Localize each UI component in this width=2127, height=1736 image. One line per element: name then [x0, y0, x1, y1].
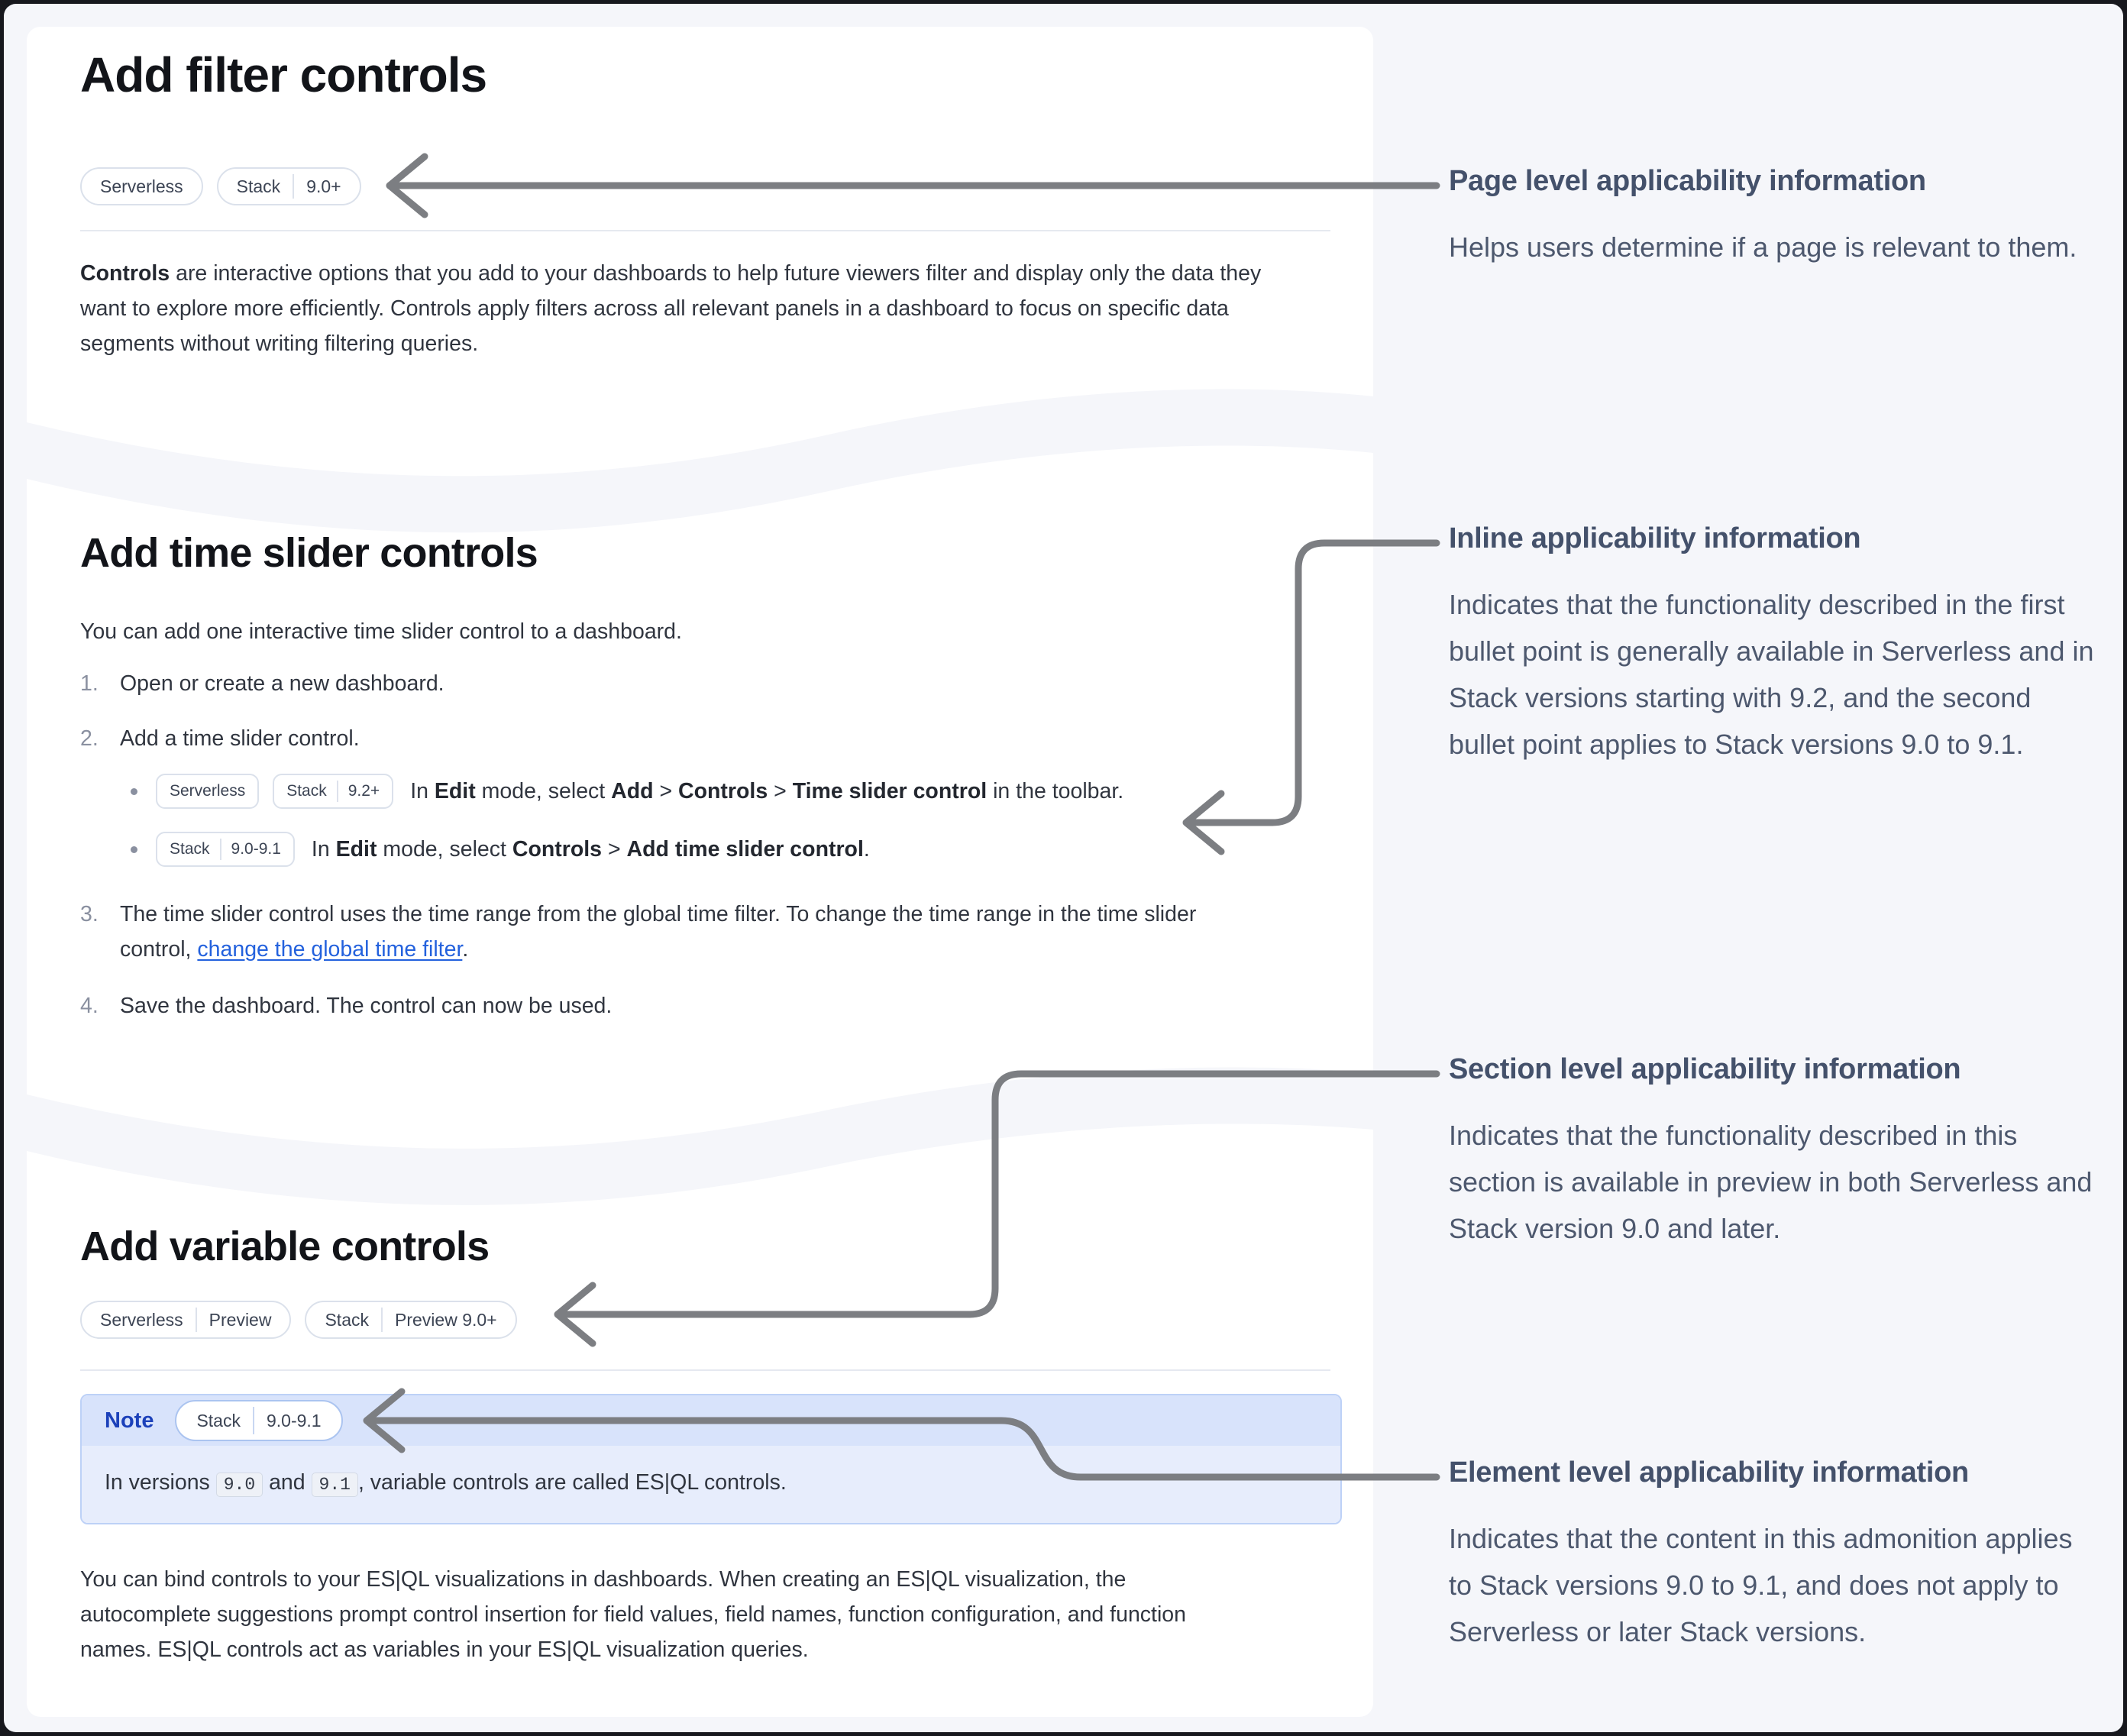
- badge-divider: [293, 174, 295, 199]
- intro-paragraph: Controls are interactive options that yo…: [80, 261, 1262, 356]
- page-title: Add filter controls: [80, 47, 487, 102]
- step-3: 3. The time slider control uses the time…: [80, 897, 1272, 967]
- step-text: Open or create a new dashboard.: [120, 671, 444, 696]
- substep-text: In Edit mode, select Controls > Add time…: [311, 836, 870, 862]
- step-4: 4. Save the dashboard. The control can n…: [80, 988, 1272, 1023]
- badge-label: Stack: [170, 840, 210, 858]
- annotation-body-element-level: Indicates that the content in this admon…: [1449, 1523, 2073, 1647]
- applicability-badge: Stack 9.0+: [216, 167, 361, 205]
- annotation-heading-element-level: Element level applicability information: [1449, 1456, 1969, 1489]
- step-number: 2.: [80, 726, 99, 751]
- badge-label: 9.0-9.1: [266, 1410, 322, 1431]
- substep-text: In Edit mode, select Add > Controls > Ti…: [410, 778, 1124, 803]
- step-number: 1.: [80, 671, 99, 696]
- section-title-time-slider: Add time slider controls: [80, 530, 538, 576]
- badge-divider: [195, 1308, 197, 1332]
- step-number: 4.: [80, 994, 99, 1018]
- note-header: Note Stack 9.0-9.1: [82, 1395, 1340, 1446]
- badge-label: Preview 9.0+: [395, 1309, 497, 1330]
- annotation-heading-inline: Inline applicability information: [1449, 522, 1861, 554]
- annotation-body-page-level: Helps users determine if a page is relev…: [1449, 231, 2077, 263]
- step-text: Save the dashboard. The control can now …: [120, 994, 613, 1018]
- annotation-body-inline: Indicates that the functionality describ…: [1449, 589, 2094, 760]
- badge-label: Preview: [208, 1309, 272, 1330]
- step-1: 1. Open or create a new dashboard.: [80, 666, 1272, 701]
- badge-label: 9.0+: [306, 176, 341, 196]
- bullet-icon: [131, 845, 137, 853]
- applicability-badge: Serverless: [156, 774, 260, 809]
- badge-divider: [381, 1308, 383, 1332]
- page-badges: Serverless Stack 9.0+: [80, 167, 361, 205]
- step-2: 2. Add a time slider control.: [80, 721, 1272, 756]
- applicability-badge: Stack 9.0-9.1: [175, 1400, 343, 1441]
- version-code-chip: 9.1: [311, 1473, 358, 1497]
- applicability-badge: Stack Preview 9.0+: [305, 1301, 517, 1339]
- step-number: 3.: [80, 902, 99, 926]
- bullet-icon: [131, 787, 137, 795]
- note-body: In versions 9.0 and 9.1, variable contro…: [82, 1446, 1340, 1523]
- substep-stack-90-91: Stack 9.0-9.1 In Edit mode, select Contro…: [131, 832, 870, 867]
- badge-label: Serverless: [100, 176, 183, 196]
- badge-label: 9.0-9.1: [231, 840, 281, 858]
- note-badges: Stack 9.0-9.1: [175, 1400, 343, 1441]
- badge-label: Stack: [325, 1309, 369, 1330]
- substep-serverless-stack-92: Serverless Stack 9.2+ In Edit mode, select…: [131, 774, 1123, 809]
- applicability-badge: Serverless Preview: [80, 1301, 292, 1339]
- badge-divider: [252, 1407, 254, 1434]
- badge-label: Serverless: [100, 1309, 183, 1330]
- badge-divider: [336, 781, 338, 802]
- applicability-badge: Stack 9.0-9.1: [156, 832, 295, 867]
- annotation-heading-section-level: Section level applicability information: [1449, 1053, 1961, 1085]
- section-badges: Serverless Preview Stack Preview 9.0+: [80, 1301, 517, 1339]
- annotation-body-section-level: Indicates that the functionality describ…: [1449, 1120, 2093, 1244]
- badge-label: Stack: [286, 782, 327, 800]
- step-text: The time slider control uses the time ra…: [120, 902, 1197, 962]
- note-label: Note: [105, 1408, 154, 1433]
- applicability-badge: Stack 9.2+: [273, 774, 394, 809]
- step-text: Add a time slider control.: [120, 726, 360, 751]
- divider: [80, 230, 1330, 231]
- badge-label: Serverless: [170, 782, 246, 800]
- global-time-filter-link[interactable]: change the global time filter: [197, 937, 463, 962]
- time-slider-lead: You can add one interactive time slider …: [80, 619, 682, 644]
- outro-paragraph: You can bind controls to your ES|QL visu…: [80, 1567, 1187, 1662]
- badge-divider: [219, 839, 221, 860]
- badge-label: Stack: [196, 1410, 241, 1431]
- note-admonition: Note Stack 9.0-9.1 In versions 9.0 and 9.…: [80, 1394, 1342, 1524]
- applicability-badge: Serverless: [80, 167, 203, 205]
- version-code-chip: 9.0: [215, 1473, 263, 1497]
- badge-label: Stack: [236, 176, 281, 196]
- badge-label: 9.2+: [347, 782, 380, 800]
- inline-badges: Serverless Stack 9.2+: [156, 774, 394, 809]
- annotation-heading-page-level: Page level applicability information: [1449, 165, 1926, 197]
- inline-badges: Stack 9.0-9.1: [156, 832, 295, 867]
- divider: [80, 1369, 1330, 1371]
- section-title-variable: Add variable controls: [80, 1224, 490, 1269]
